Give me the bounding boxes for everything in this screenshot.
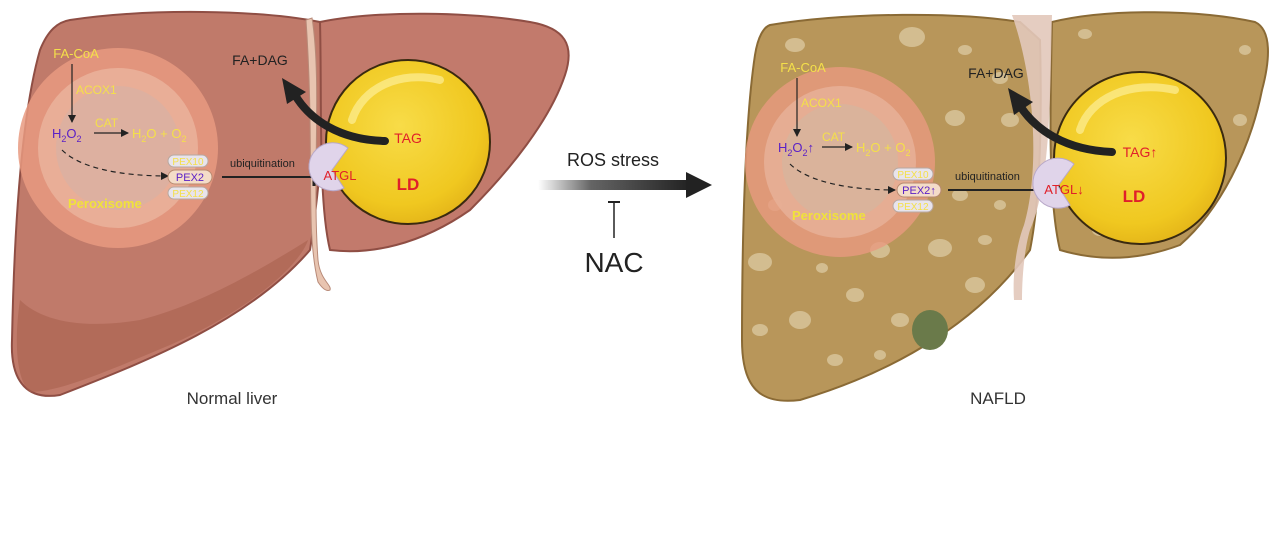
normal-tag-to-fadag-arrow: [291, 91, 389, 145]
normal-h2o2-label: H2O2: [52, 126, 82, 144]
normal-tag-label: TAG: [394, 130, 422, 146]
nafld-pex2-label: PEX2↑: [902, 185, 936, 197]
nafld-caption: NAFLD: [970, 389, 1026, 408]
normal-h2o-o2-label: H2O + O2: [132, 126, 186, 144]
normal-pex2-box: [167, 169, 213, 185]
nac-label: NAC: [584, 247, 643, 278]
normal-liver-left-lobe-shade: [16, 240, 308, 392]
normal-liver-panel: FA-CoA ACOX1 H2O2 CAT H2O + O2 PEX10 PEX…: [10, 10, 570, 408]
normal-pex12-label: PEX12: [172, 189, 204, 200]
nafld-ld-label: LD: [1123, 187, 1146, 206]
nafld-peroxisome-label: Peroxisome: [792, 208, 866, 223]
nafld-gallbladder: [912, 310, 948, 350]
normal-ubiquitination-label: ubiquitination: [230, 158, 295, 170]
nafld-pex12-label: PEX12: [897, 202, 929, 213]
nafld-atgl-shape: [1032, 157, 1075, 209]
normal-pex10-label: PEX10: [172, 157, 204, 168]
nafld-dashed-arrow: [789, 163, 896, 194]
normal-peroxisome-label: Peroxisome: [68, 196, 142, 211]
nafld-tag-label: TAG↑: [1123, 144, 1158, 160]
nafld-tag-to-fadag-arrowhead: [1008, 88, 1033, 115]
ros-stress-panel: ROS stress NAC: [538, 150, 712, 278]
nafld-pex2-box: [896, 182, 942, 198]
nafld-fa-dag-label: FA+DAG: [968, 65, 1024, 81]
normal-pex2-label: PEX2: [176, 172, 204, 184]
nafld-acox1-label: ACOX1: [801, 96, 842, 110]
ros-stress-arrowhead: [686, 172, 712, 198]
nafld-atgl-label: ATGL↓: [1044, 182, 1084, 197]
nafld-pex12-box: [892, 199, 934, 213]
nafld-cat-label: CAT: [822, 130, 846, 144]
normal-peroxisome-inner: [56, 86, 180, 210]
normal-cat-label: CAT: [95, 116, 119, 130]
nafld-peroxisome-inner: [782, 104, 898, 220]
nafld-h2o-o2-label: H2O + O2: [856, 140, 910, 158]
nafld-ubiquitination-label: ubiquitination: [955, 171, 1020, 183]
normal-liver-caption: Normal liver: [187, 389, 278, 408]
nafld-fa-coa-label: FA-CoA: [780, 60, 826, 75]
nafld-pex10-box: [892, 167, 934, 181]
normal-atgl-shape: [308, 142, 349, 192]
normal-pex10-box: [167, 154, 209, 168]
normal-pex12-box: [167, 186, 209, 200]
normal-atgl-label: ATGL: [324, 168, 357, 183]
nafld-ld-highlight: [1076, 83, 1179, 134]
nafld-tag-to-fadag-arrow: [1016, 102, 1116, 156]
nafld-pex10-label: PEX10: [897, 170, 929, 181]
normal-dashed-arrow: [61, 149, 169, 180]
normal-tag-to-fadag-arrowhead: [282, 78, 306, 104]
ros-stress-arrow-shaft: [538, 180, 690, 190]
ros-stress-label: ROS stress: [567, 150, 659, 170]
normal-ld-label: LD: [397, 175, 420, 194]
nafld-liver-panel: FA-CoA ACOX1 H2O2↑ CAT H2O + O2 PEX10 PE…: [740, 11, 1269, 408]
nafld-falciform-ligament: [1012, 15, 1052, 300]
normal-fa-dag-label: FA+DAG: [232, 52, 288, 68]
normal-fa-coa-label: FA-CoA: [53, 46, 99, 61]
normal-acox1-label: ACOX1: [76, 83, 117, 97]
normal-ld-highlight: [348, 73, 444, 124]
nafld-h2o2-label: H2O2↑: [778, 140, 814, 158]
